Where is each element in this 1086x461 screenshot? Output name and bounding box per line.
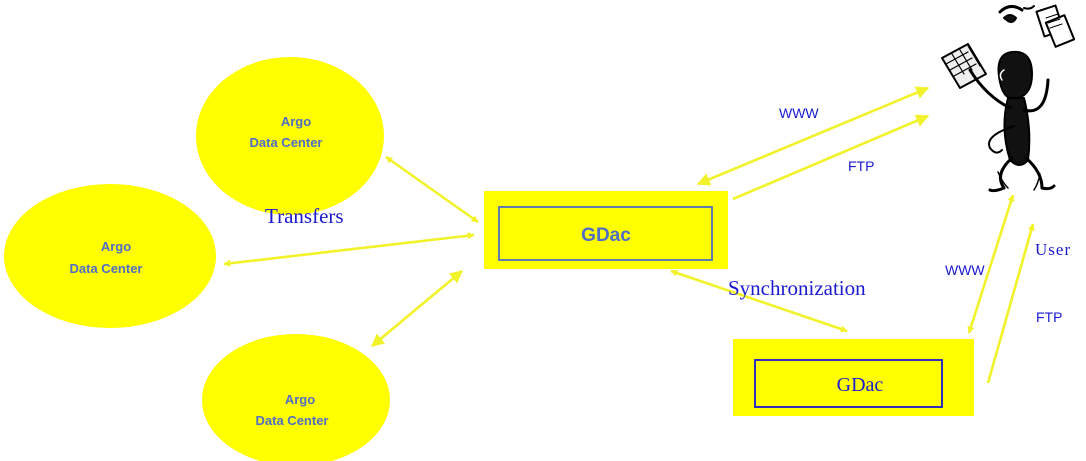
data-center-bottom-line2: Data Center [256,413,329,428]
gdac-main: GDac [484,191,728,269]
arrow-www-top [696,86,930,186]
gdac-main-label: GDac [581,225,631,246]
user-label: User [1035,240,1071,259]
gdac-mirror-box [733,339,974,416]
data-center-top-line2: Data Center [250,135,323,150]
data-center-left-line2: Data Center [70,261,143,276]
data-center-left: Argo Data Center [4,184,216,328]
arrow-ftp-top [732,114,930,201]
arrow-www-right [967,194,1015,334]
ftp-right-label: FTP [1036,309,1062,325]
data-center-top-line1: Argo [281,114,311,129]
gdac-mirror-inner-box [754,359,943,408]
data-center-top-node [196,57,384,215]
data-center-bottom-node [202,334,390,461]
arrow-synchronization [670,269,848,333]
gdac-main-box [484,191,728,269]
synchronization-label: Synchronization [728,276,866,300]
www-top-label: WWW [779,105,819,121]
data-center-left-line1: Argo [101,239,131,254]
gdac-main-inner-box [498,206,713,261]
transfers-label: Transfers [265,204,344,228]
data-center-left-node [4,184,216,328]
data-center-top: Argo Data Center [196,57,384,215]
ftp-top-label: FTP [848,158,874,174]
gdac-mirror: GDac [733,339,974,416]
arrow-top-center-to-gdac [385,155,479,224]
www-right-label: WWW [945,262,985,278]
arrow-bottom-center-to-gdac [371,270,463,347]
gdac-mirror-label: GDac [837,374,884,396]
arrow-ftp-right [986,223,1035,384]
data-center-bottom: Argo Data Center [202,334,390,461]
arrow-left-center-to-gdac [223,232,475,267]
user-icon [941,4,1076,193]
data-center-bottom-line1: Argo [285,392,315,407]
